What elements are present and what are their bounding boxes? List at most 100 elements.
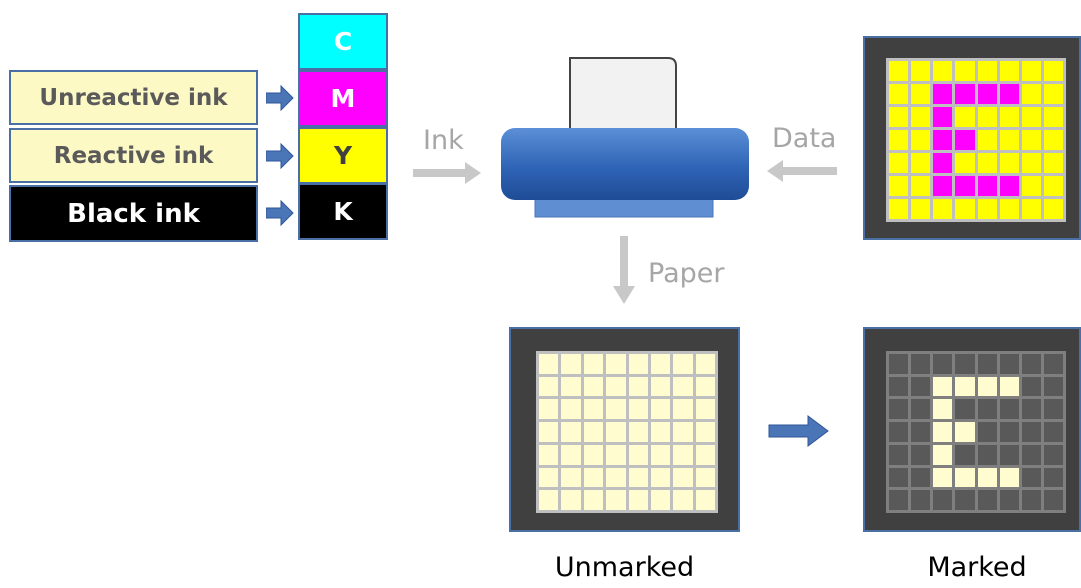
unreactive-ink-label: Unreactive ink [39,84,228,111]
grid-cell [955,467,975,488]
grid-cell [999,176,1019,196]
grid-cell [695,444,715,465]
grid-cell [955,130,975,150]
grid-cell [889,61,909,81]
black-cartridge: K [298,183,388,240]
reactive-ink-label: Reactive ink [53,142,214,169]
grid-cell [650,422,671,442]
grid-cell [1043,399,1063,420]
black-label: K [333,197,353,226]
grid-cell [1043,107,1063,127]
grid-cell [977,444,997,465]
grid-cell [933,176,953,196]
grid-cell [628,467,648,488]
grid-cell [933,444,953,465]
grid-cell [999,422,1019,442]
grid-cell [999,354,1019,374]
grid-cell [539,422,559,442]
grid-cell [977,176,997,196]
unmarked-caption: Unmarked [554,552,695,583]
grid-cell [583,467,604,488]
grid-cell [1021,176,1041,196]
grid-cell [933,107,953,127]
data-flow-label: Data [772,123,837,154]
grid-cell [889,399,909,420]
grid-cell [889,84,909,104]
grid-cell [999,199,1019,219]
grid-cell [1043,444,1063,465]
grid-cell [889,490,909,510]
grid-cell [933,376,953,397]
grid-cell [583,376,604,397]
grid-cell [977,422,997,442]
grid-cell [628,399,648,420]
grid-cell [628,376,648,397]
grid-cell [695,376,715,397]
grid-cell [1021,61,1041,81]
grid-cell [977,467,997,488]
grid-cell [695,399,715,420]
grid-cell [606,444,626,465]
grid-cell [977,130,997,150]
grid-cell [673,354,693,374]
grid-cell [583,490,604,510]
grid-cell [650,467,671,488]
grid-cell [1021,467,1041,488]
grid-cell [1021,399,1041,420]
data-pattern-panel [863,36,1081,240]
grid-cell [561,399,581,420]
grid-cell [628,490,648,510]
grid-cell [911,490,931,510]
grid-cell [911,130,931,150]
grid-cell [561,376,581,397]
grid-cell [539,467,559,488]
grid-cell [977,153,997,173]
grid-cell [628,422,648,442]
grid-cell [999,444,1019,465]
grid-cell [1043,84,1063,104]
arrow-right-icon [266,143,294,169]
grid-cell [977,354,997,374]
grid-cell [628,354,648,374]
grid-cell [955,153,975,173]
grid-cell [1043,176,1063,196]
grid-cell [561,354,581,374]
grid-cell [977,107,997,127]
grid-cell [977,376,997,397]
grid-cell [650,490,671,510]
grid-cell [673,376,693,397]
grid-cell [955,399,975,420]
grid-cell [999,467,1019,488]
grid-cell [583,354,604,374]
grid-cell [539,444,559,465]
grid-cell [911,176,931,196]
grid-cell [539,376,559,397]
grid-cell [999,107,1019,127]
grid-cell [933,130,953,150]
grid-cell [889,130,909,150]
grid-cell [911,84,931,104]
grid-cell [539,354,559,374]
paper-flow-label: Paper [648,258,725,289]
grid-cell [673,422,693,442]
grid-cell [955,199,975,219]
grid-cell [977,399,997,420]
arrow-down-gray-icon [613,236,635,304]
ink-flow-label: Ink [423,125,464,156]
arrow-left-gray-icon [767,160,837,182]
grid-cell [1021,354,1041,374]
yellow-label: Y [333,141,353,170]
magenta-label: M [330,84,356,113]
grid-cell [955,490,975,510]
grid-cell [606,399,626,420]
grid-cell [1021,422,1041,442]
grid-cell [933,61,953,81]
grid-cell [889,444,909,465]
grid-cell [606,467,626,488]
grid-cell [933,399,953,420]
grid-cell [977,84,997,104]
grid-cell [1043,467,1063,488]
grid-cell [650,444,671,465]
grid-cell [1043,354,1063,374]
grid-cell [1043,153,1063,173]
